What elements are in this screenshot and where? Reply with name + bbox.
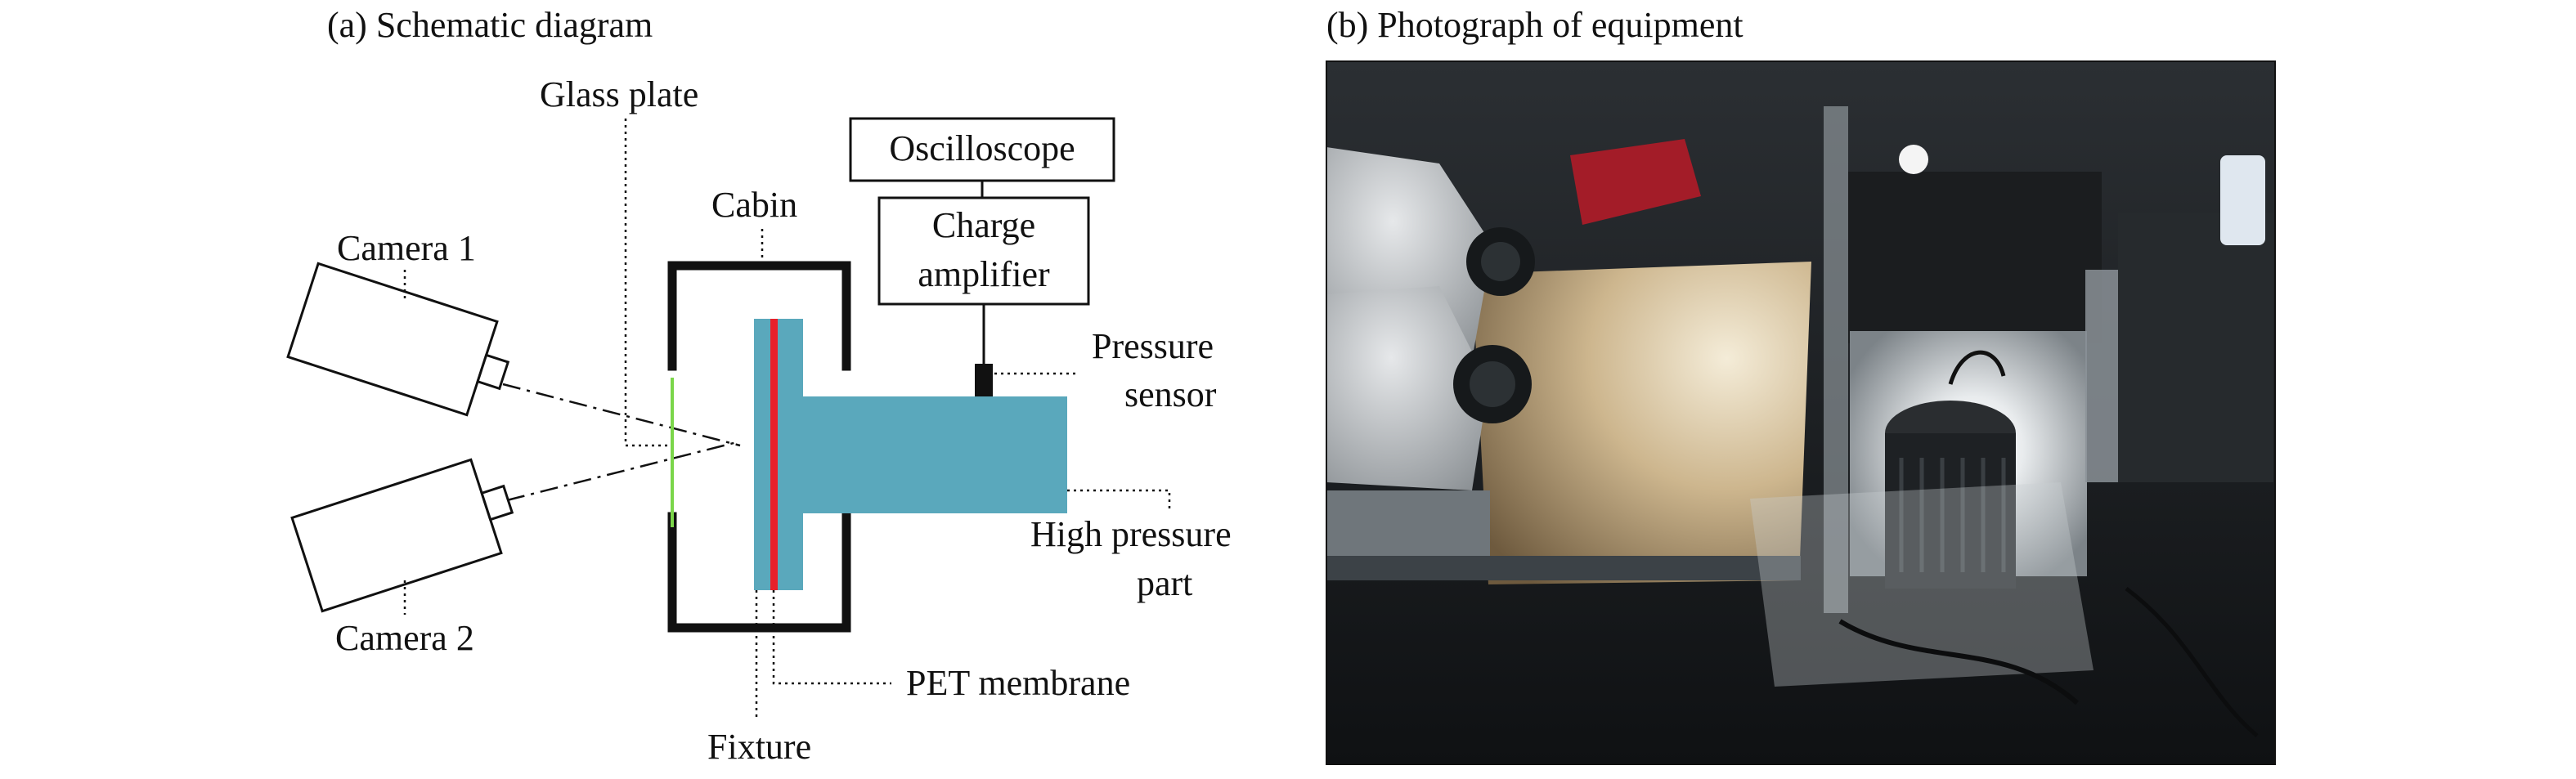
high-pressure-leader xyxy=(1067,489,1171,508)
pressure-sensor xyxy=(975,364,993,396)
fixture-body xyxy=(754,396,803,519)
photo-frame xyxy=(1326,60,2276,765)
glass-plate-label: Glass plate xyxy=(540,74,698,114)
fixture-top xyxy=(754,319,803,401)
high-pressure-part xyxy=(801,396,1067,513)
charge-amplifier-label-1: Charge xyxy=(932,205,1035,245)
glass-plate-leader xyxy=(624,119,672,447)
camera-1-lens xyxy=(476,353,510,391)
panel-a-title: (a) Schematic diagram xyxy=(327,5,653,45)
cabin-frame xyxy=(667,261,851,633)
camera-1 xyxy=(286,262,510,417)
equipment-photo xyxy=(1326,61,2275,764)
photo-board xyxy=(1472,262,1811,584)
pet-membrane xyxy=(770,319,778,590)
pet-membrane-leader xyxy=(772,590,891,685)
camera-2-label: Camera 2 xyxy=(335,618,474,658)
high-pressure-label-2: part xyxy=(1137,563,1192,603)
panel-a-schematic: (a) Schematic diagram Camera 1 Camera 2 … xyxy=(286,5,1232,767)
fixture-label: Fixture xyxy=(707,727,811,767)
pressure-sensor-label-1: Pressure xyxy=(1092,326,1214,366)
pressure-sensor-label-2: sensor xyxy=(1124,374,1217,414)
camera-1-body xyxy=(286,262,499,417)
camera-2-sightline xyxy=(506,440,741,502)
photo-cameras xyxy=(1326,147,1535,490)
high-pressure-label-1: High pressure xyxy=(1030,514,1232,554)
oscilloscope-label: Oscilloscope xyxy=(889,128,1075,168)
charge-amplifier-label-2: amplifier xyxy=(918,254,1050,294)
camera-1-label: Camera 1 xyxy=(337,228,476,268)
oscilloscope-box xyxy=(849,117,1115,182)
panel-b-title: (b) Photograph of equipment xyxy=(1326,5,1744,45)
fixture-bottom xyxy=(754,517,803,590)
cabin-label: Cabin xyxy=(711,185,797,225)
charge-amplifier-box xyxy=(877,196,1090,306)
photo-lamp xyxy=(1885,350,2016,589)
panel-b-photograph: (b) Photograph of equipment xyxy=(1326,5,2276,765)
camera-2 xyxy=(290,458,514,613)
pet-membrane-label: PET membrane xyxy=(906,663,1130,703)
camera-1-sightline xyxy=(502,383,741,447)
camera-2-body xyxy=(290,458,503,613)
